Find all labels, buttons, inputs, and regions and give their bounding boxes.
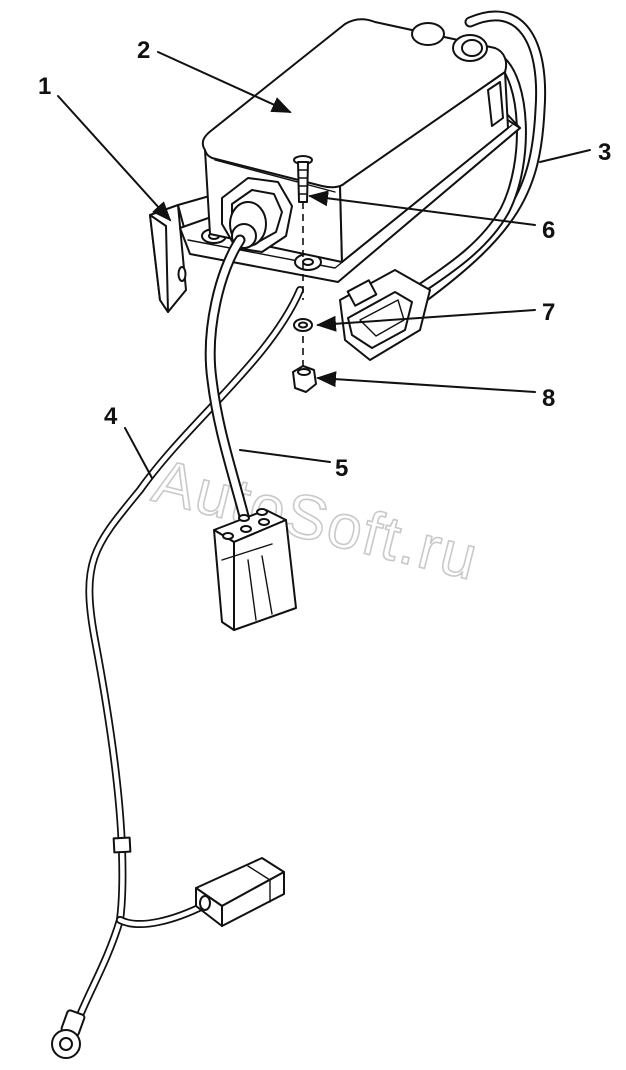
leader-4 xyxy=(124,427,153,479)
cable-3 xyxy=(399,10,547,306)
callout-5: 5 xyxy=(335,455,348,482)
big-connector xyxy=(213,508,297,631)
small-connector xyxy=(195,857,285,927)
leader-1 xyxy=(57,95,172,222)
callout-2: 2 xyxy=(137,37,150,64)
leader-6 xyxy=(308,190,536,226)
leader-5 xyxy=(239,449,331,463)
leader-7 xyxy=(316,309,536,332)
callout-6: 6 xyxy=(542,217,555,244)
cable-5 xyxy=(204,234,251,526)
nut-8 xyxy=(292,365,317,393)
callout-4: 4 xyxy=(104,403,118,430)
ring-terminal xyxy=(51,1009,86,1059)
rear-connector xyxy=(339,269,431,361)
leader-3 xyxy=(539,149,591,163)
leader-lines xyxy=(57,51,591,479)
callout-7: 7 xyxy=(542,299,555,326)
callout-labels: 1 2 3 4 5 6 7 8 xyxy=(38,37,611,482)
wire-harness-4 xyxy=(74,286,304,1024)
leader-8 xyxy=(316,371,536,393)
callout-1: 1 xyxy=(38,73,51,100)
watermark-text: AutoSoft.ru xyxy=(147,447,486,594)
callout-8: 8 xyxy=(542,385,555,412)
screw-6 xyxy=(293,155,313,366)
leader-2 xyxy=(157,51,292,113)
callout-3: 3 xyxy=(598,139,611,166)
washer-7 xyxy=(293,318,313,332)
